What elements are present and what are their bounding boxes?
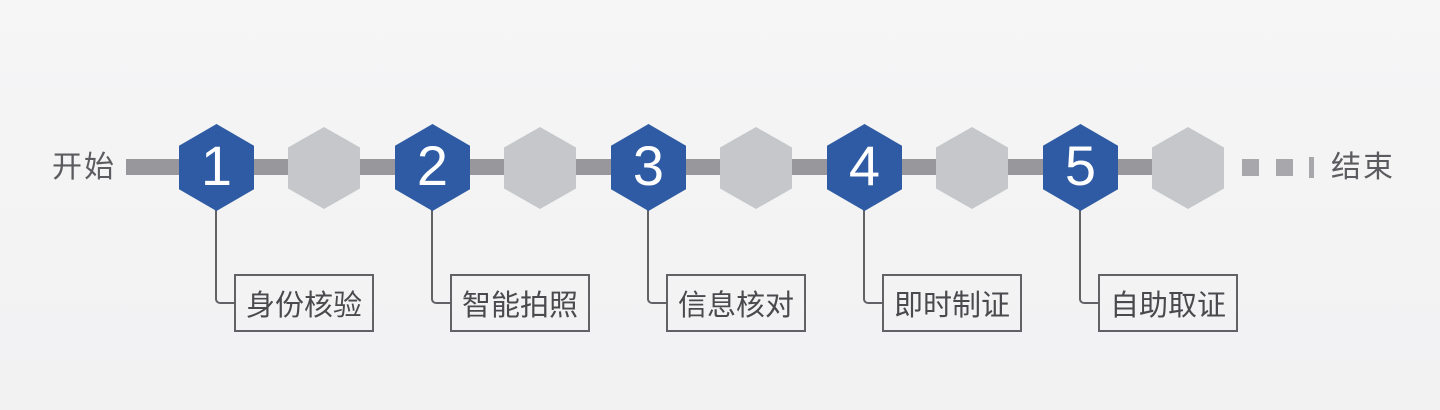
step-hexagon-2: 2: [395, 124, 470, 211]
step-label: 信息核对: [677, 290, 794, 322]
step-number: 3: [632, 133, 665, 197]
spacer-hexagon-4: [936, 127, 1008, 209]
end-label: 结束: [1331, 151, 1395, 184]
timeline-dash-end: [1309, 157, 1314, 178]
step-number: 4: [848, 133, 881, 197]
spacer-hexagon-1: [288, 127, 360, 209]
step-connector-3: [647, 208, 667, 304]
timeline-dash-1: [1242, 159, 1259, 176]
step-hexagon-3: 3: [611, 124, 686, 211]
spacer-hexagon-5: [1152, 127, 1224, 209]
step-label-box-4: 即时制证: [882, 274, 1022, 332]
step-connector-4: [863, 208, 883, 304]
step-hexagon-4: 4: [827, 124, 902, 211]
start-label: 开始: [52, 151, 116, 184]
step-number: 2: [416, 133, 449, 197]
step-hexagon-1: 1: [179, 124, 254, 211]
step-label: 身份核验: [245, 290, 362, 322]
spacer-hexagon-2: [504, 127, 576, 209]
step-label: 即时制证: [893, 290, 1010, 322]
step-label: 智能拍照: [461, 290, 578, 322]
step-number: 5: [1064, 133, 1097, 197]
step-connector-5: [1079, 208, 1099, 304]
step-connector-2: [431, 208, 451, 304]
step-connector-1: [215, 208, 235, 304]
spacer-hexagon-3: [720, 127, 792, 209]
step-label-box-5: 自助取证: [1098, 274, 1238, 332]
step-label-box-2: 智能拍照: [450, 274, 590, 332]
step-label-box-3: 信息核对: [666, 274, 806, 332]
step-number: 1: [200, 133, 233, 197]
step-label: 自助取证: [1109, 290, 1226, 322]
step-label-box-1: 身份核验: [234, 274, 374, 332]
timeline-dash-2: [1276, 159, 1293, 176]
step-hexagon-5: 5: [1043, 124, 1118, 211]
